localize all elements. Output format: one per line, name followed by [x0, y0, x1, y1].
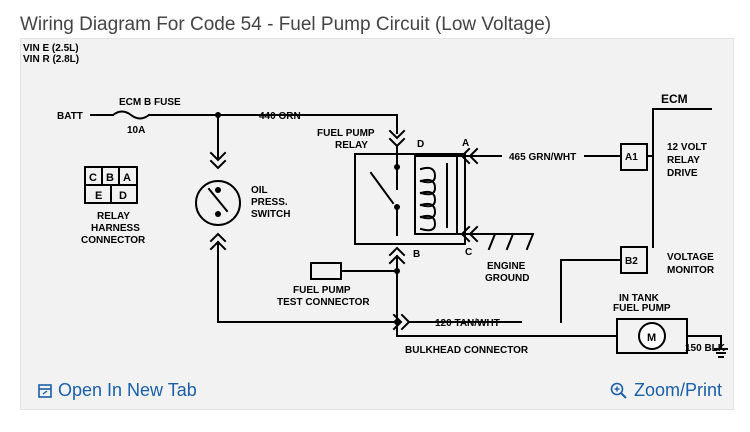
page-title: Wiring Diagram For Code 54 - Fuel Pump C…	[20, 14, 552, 35]
relay-label-1: FUEL PUMP	[317, 128, 375, 139]
terminal-a-label: A	[462, 138, 469, 149]
wire-150-label: 150 BLK	[685, 343, 726, 354]
pin-a1-label: A1	[625, 152, 638, 163]
relay-drive-label-1: 12 VOLT	[667, 142, 707, 153]
connector-cell-e: E	[95, 190, 102, 202]
fuse-label: ECM B FUSE	[119, 97, 181, 108]
wire-120-label: 120 TAN/WHT	[435, 318, 500, 329]
figure-frame	[20, 38, 734, 410]
zoom-print-link[interactable]: Zoom/Print	[610, 380, 722, 401]
batt-label: BATT	[57, 111, 83, 122]
test-connector-label-1: FUEL PUMP	[293, 285, 351, 296]
bulkhead-label: BULKHEAD CONNECTOR	[405, 345, 529, 356]
vin-e-label: VIN E (2.5L)	[23, 43, 79, 54]
relay-drive-label-2: RELAY	[667, 155, 700, 166]
motor-label: M	[647, 332, 656, 344]
voltage-monitor-label-1: VOLTAGE	[667, 252, 714, 263]
harness-label-1: RELAY	[97, 211, 130, 222]
wire-440-label: 440 ORN	[259, 111, 301, 122]
voltage-monitor-label-2: MONITOR	[667, 265, 715, 276]
relay-drive-label-3: DRIVE	[667, 168, 698, 179]
wire-465-label: 465 GRN/WHT	[509, 152, 576, 163]
figure-footer	[21, 372, 733, 409]
connector-cell-d: D	[119, 190, 127, 202]
terminal-d-label: D	[417, 139, 424, 150]
in-tank-label-1: IN TANK	[619, 293, 660, 304]
engine-ground-label-1: ENGINE	[487, 261, 526, 272]
in-tank-label-2: FUEL PUMP	[613, 303, 671, 314]
open-new-tab-icon	[38, 383, 52, 398]
zoom-print-label: Zoom/Print	[633, 380, 722, 400]
open-in-new-tab-link[interactable]: Open In New Tab	[38, 380, 197, 401]
test-connector-label-2: TEST CONNECTOR	[277, 297, 370, 308]
oil-switch-label-3: SWITCH	[251, 209, 290, 220]
fuse-rating-label: 10A	[127, 125, 145, 136]
oil-switch-label-2: PRESS.	[251, 197, 288, 208]
terminal-b-label: B	[413, 249, 420, 260]
pin-b2-label: B2	[625, 256, 638, 267]
ecm-label: ECM	[661, 92, 688, 106]
zoom-icon	[610, 382, 627, 399]
oil-switch-label-1: OIL	[251, 185, 268, 196]
engine-ground-label-2: GROUND	[485, 273, 529, 284]
connector-cell-b: B	[106, 172, 114, 184]
connector-cell-a: A	[123, 172, 131, 184]
terminal-c-label: C	[465, 247, 472, 258]
wiring-diagram: VIN E (2.5L) VIN R (2.8L) BATT ECM B FUS…	[23, 43, 728, 358]
vin-r-label: VIN R (2.8L)	[23, 54, 79, 65]
connector-cell-c: C	[89, 172, 97, 184]
relay-label-2: RELAY	[335, 140, 368, 151]
open-in-new-tab-label: Open In New Tab	[58, 380, 197, 400]
harness-label-3: CONNECTOR	[81, 235, 146, 246]
harness-label-2: HARNESS	[91, 223, 140, 234]
